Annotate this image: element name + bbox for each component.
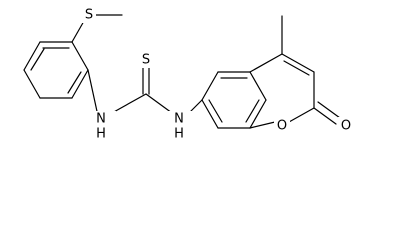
bond: [30, 48, 45, 71]
bond: [71, 41, 89, 71]
bond: [288, 107, 315, 123]
nh-left-hydrogen-label: H: [96, 127, 106, 142]
bond: [249, 99, 267, 129]
phenyl-ring: [23, 41, 89, 99]
carbonyl-oxygen-label: O: [341, 119, 351, 134]
bond: [67, 71, 82, 94]
bond: [249, 71, 267, 101]
coumarin-pyranone-ring: O O: [249, 15, 354, 136]
bond: [249, 53, 283, 73]
bond: [317, 101, 341, 119]
sulfur-atom-label: S: [85, 8, 93, 23]
ring-oxygen-label: O: [277, 119, 287, 134]
bond: [249, 121, 276, 129]
methylthio-group: S: [71, 7, 123, 43]
bond: [71, 20, 85, 43]
bond: [313, 107, 337, 125]
nitrogen-right-label: N: [174, 112, 184, 127]
bond: [23, 69, 41, 99]
bond: [281, 53, 315, 73]
molecule-diagram: S S N H N H: [23, 7, 354, 142]
bond: [145, 93, 173, 114]
bond: [71, 69, 89, 99]
thiourea-linker: S N H N H: [87, 52, 203, 142]
thione-sulfur-label: S: [142, 53, 150, 68]
bond: [201, 99, 219, 129]
bond: [245, 99, 260, 123]
nitrogen-left-label: N: [96, 112, 106, 127]
bond: [87, 69, 99, 117]
bond: [201, 71, 219, 101]
structure-drawing: S S N H N H: [23, 7, 354, 142]
bond: [23, 41, 41, 71]
bond: [283, 60, 310, 76]
bond: [208, 99, 223, 123]
bond: [111, 93, 147, 114]
coumarin-benzo-ring: [201, 71, 267, 129]
nh-right-hydrogen-label: H: [174, 127, 184, 142]
